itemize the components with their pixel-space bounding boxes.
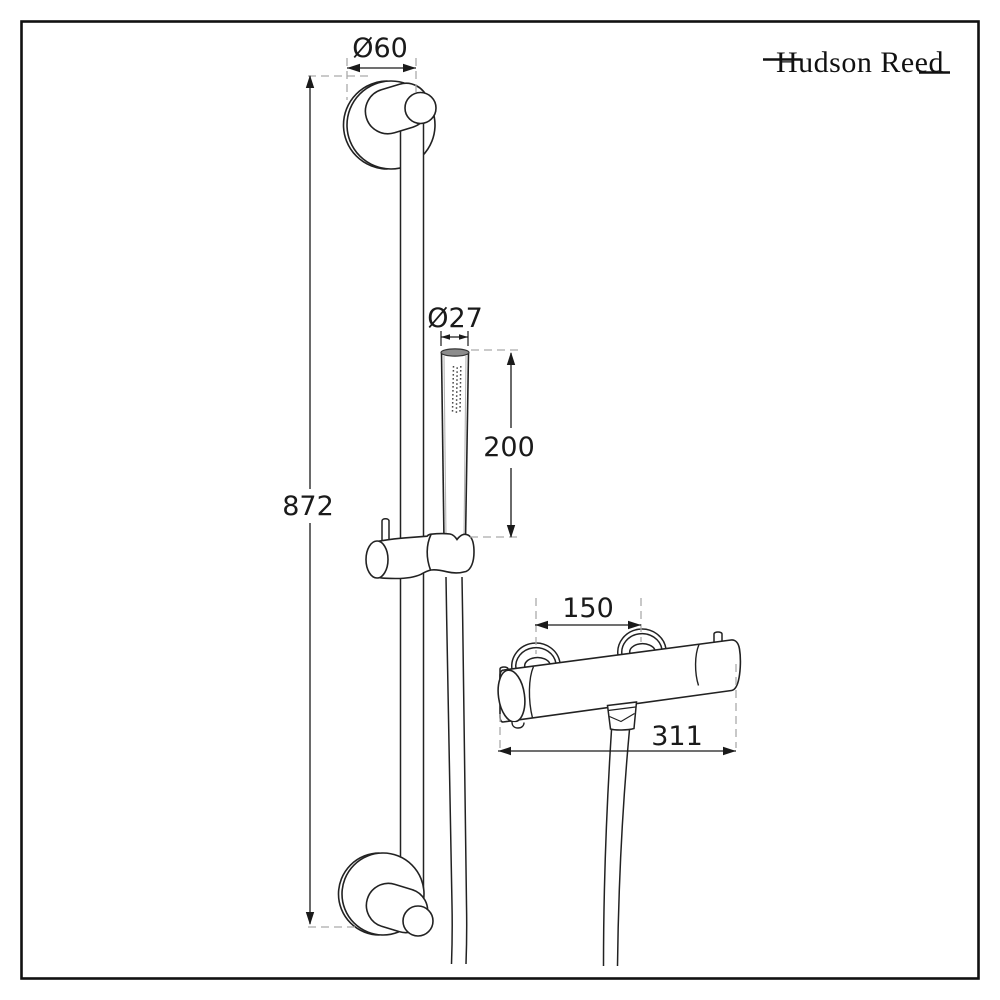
arrow-right bbox=[403, 63, 416, 73]
valve-left-seam bbox=[528, 666, 535, 719]
drawing-border bbox=[20, 20, 980, 980]
brand-logo: Hudson Reed bbox=[763, 46, 950, 79]
dim-handset-length-label: 200 bbox=[483, 432, 535, 463]
dimension-handset-length: 200 bbox=[483, 352, 535, 538]
slider-adjust-pin bbox=[381, 517, 390, 542]
top-rail-joint bbox=[364, 82, 437, 135]
valve-right-mount-outer bbox=[617, 628, 667, 656]
top-bracket-rim bbox=[342, 80, 388, 170]
dimension-handset-diameter: Ø27 bbox=[427, 303, 483, 346]
arrow-left bbox=[441, 334, 450, 340]
shower-handset bbox=[440, 348, 470, 542]
slider-end-cap bbox=[365, 540, 389, 579]
extension-lines bbox=[308, 58, 737, 928]
dim-rail-length-label: 872 bbox=[282, 491, 334, 522]
valve-wall-mounts bbox=[511, 628, 667, 670]
shower-hose bbox=[445, 576, 468, 965]
valve-left-mount-rim bbox=[515, 646, 557, 670]
valve-bottom-tab bbox=[511, 721, 525, 729]
arrow-up bbox=[506, 352, 516, 365]
arrow-up bbox=[305, 75, 315, 88]
bottom-joint-ball bbox=[402, 905, 434, 937]
arrow-right bbox=[723, 746, 736, 756]
dimension-valve-width: 311 bbox=[498, 721, 736, 756]
slider-bracket bbox=[365, 532, 475, 580]
holder-cup-seam bbox=[426, 534, 432, 571]
handset-top-cap bbox=[440, 348, 470, 357]
dimension-rail-length: 872 bbox=[282, 75, 334, 925]
arrow-left bbox=[347, 63, 360, 73]
arrow-right bbox=[628, 620, 641, 630]
dim-valve-centres-label: 150 bbox=[562, 593, 614, 624]
slide-rail bbox=[399, 108, 425, 920]
valve-outlet bbox=[606, 701, 638, 731]
bottom-rail-joint bbox=[365, 882, 434, 937]
arrow-down bbox=[305, 912, 315, 925]
slider-body bbox=[376, 532, 475, 580]
valve-right-seam bbox=[694, 644, 700, 686]
dimension-mount-diameter: Ø60 bbox=[347, 33, 416, 73]
brand-logo-text: Hudson Reed bbox=[776, 46, 944, 79]
valve-right-mount-collar bbox=[628, 642, 656, 654]
arrow-left bbox=[535, 620, 548, 630]
dim-valve-width-label: 311 bbox=[651, 721, 703, 752]
valve-temp-handle-cap bbox=[497, 669, 526, 723]
arrow-left bbox=[498, 746, 511, 756]
bottom-bracket-rim bbox=[337, 852, 380, 936]
valve-right-mount-rim bbox=[621, 632, 663, 656]
valve-left-mount-collar bbox=[523, 656, 551, 668]
arrow-down bbox=[506, 525, 516, 538]
dimension-valve-centres: 150 bbox=[535, 593, 641, 630]
arrow-right bbox=[459, 334, 468, 340]
top-joint-ball bbox=[404, 91, 437, 125]
dim-handset-diameter-label: Ø27 bbox=[427, 303, 483, 334]
valve-hose bbox=[602, 729, 631, 967]
dim-mount-diameter-label: Ø60 bbox=[352, 33, 408, 64]
valve-left-mount-outer bbox=[511, 642, 561, 670]
bar-valve-body bbox=[497, 639, 742, 729]
